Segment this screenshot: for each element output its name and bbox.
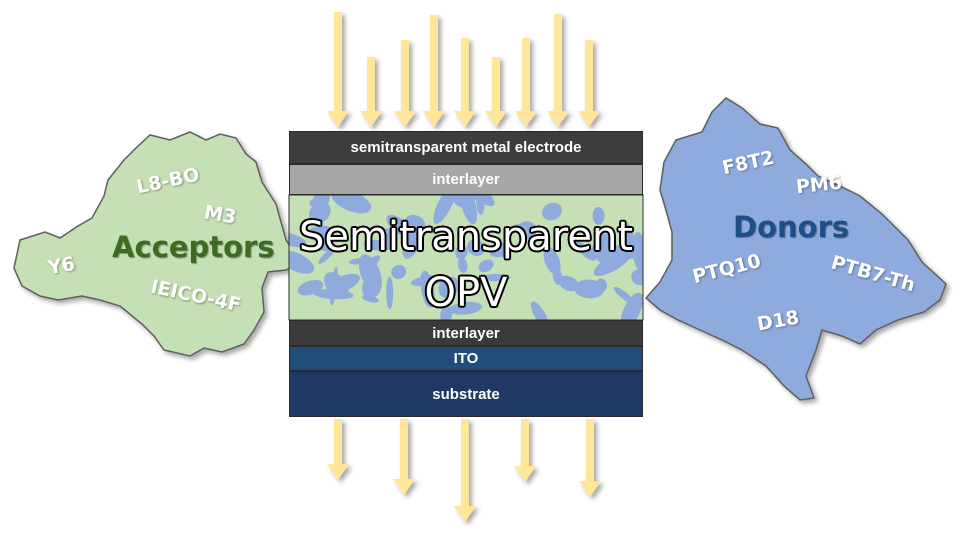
incoming-light-arrow — [327, 12, 349, 127]
donors-title: Donors — [733, 210, 850, 244]
interlayer-bottom-rect — [289, 320, 643, 346]
transmitted-light-arrow — [327, 419, 349, 480]
interlayer-bottom-label: interlayer — [289, 320, 643, 346]
incoming-light-arrow — [547, 14, 569, 127]
incoming-light-arrow — [454, 38, 476, 127]
incoming-light-arrow — [360, 57, 382, 127]
acceptors-title: Acceptors — [112, 230, 275, 264]
substrate-label: substrate — [289, 371, 643, 417]
incoming-light-arrow — [485, 57, 507, 127]
ito-rect — [289, 346, 643, 371]
electrode-layer-label: semitransparent metal electrode — [289, 131, 643, 164]
ito-label: ITO — [289, 346, 643, 371]
active-layer-morphology — [289, 195, 643, 320]
transmitted-light-arrow — [393, 419, 415, 495]
incoming-light-arrow — [578, 40, 600, 127]
incoming-light-arrow — [394, 40, 416, 127]
active-layer-title-line1: Semitransparent — [298, 214, 634, 260]
substrate-rect — [289, 371, 643, 417]
incoming-light-arrow — [515, 38, 537, 127]
donors-blob — [644, 97, 947, 401]
transmitted-light-arrow — [579, 419, 601, 497]
interlayer-top-rect — [289, 164, 643, 195]
incoming-light-arrow — [423, 15, 445, 127]
acceptor-material-y6: Y6 — [46, 252, 77, 280]
incoming-light-arrows — [327, 12, 600, 127]
transmitted-light-arrows — [327, 419, 601, 522]
electrode-layer-rect — [289, 131, 643, 164]
active-layer-title-line2: OPV — [424, 270, 508, 316]
interlayer-top-label: interlayer — [289, 164, 643, 195]
transmitted-light-arrow — [454, 419, 476, 522]
transmitted-light-arrow — [514, 419, 536, 482]
